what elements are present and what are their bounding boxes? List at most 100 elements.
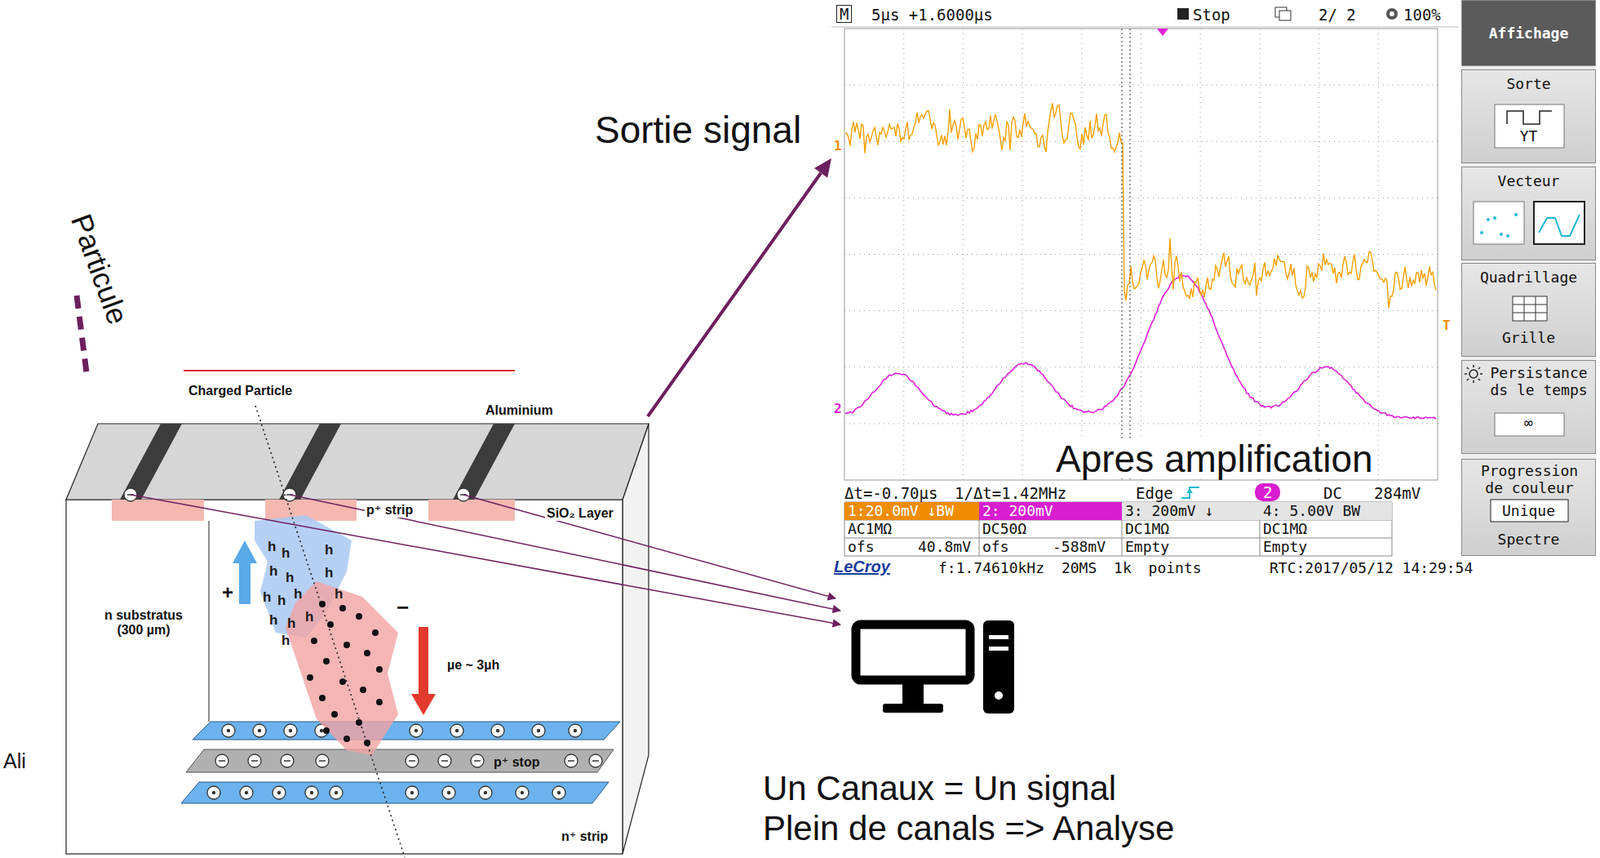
scope-readout: Edge: [1135, 483, 1174, 502]
charge-symbols: [483, 790, 488, 794]
detector-label: Ali: [3, 749, 27, 773]
electron-dots: [343, 641, 351, 648]
callout-text: Apres amplification: [1052, 438, 1377, 479]
scope-readout: DC50Ω: [982, 519, 1027, 538]
detector-drawing: [285, 580, 399, 755]
scope-grid: [1140, 28, 1142, 480]
scope-readout: 4: 5.00V BW: [1259, 501, 1392, 520]
scope-readout: 2: 200mV: [979, 501, 1122, 520]
scope-readout: T: [1442, 316, 1451, 335]
detector-label: h: [334, 585, 343, 603]
scope-readout: Stop: [1192, 5, 1231, 24]
scope-readout: 1/Δt=1.42MHz: [954, 483, 1067, 502]
charge-symbols: [520, 790, 524, 794]
computer-icon: [882, 703, 944, 713]
detector-drawing: [66, 499, 623, 854]
button-text: Affichage: [1462, 24, 1596, 42]
computer-icon: [994, 691, 1003, 700]
oscilloscope-screen: [1279, 10, 1291, 21]
scope-grid: [844, 422, 1438, 424]
charge-symbols: [441, 759, 448, 762]
detector-drawing: [192, 721, 621, 740]
charge-symbols: [491, 723, 505, 737]
oscilloscope-screen: [1121, 28, 1123, 480]
detector-label: h: [281, 545, 290, 562]
electron-dots: [323, 657, 330, 665]
charge-symbols: [252, 723, 266, 737]
charge-symbols: [280, 753, 294, 767]
electron-dots: [363, 649, 371, 656]
persistence-icon: [1464, 364, 1483, 383]
detector-drawing: [181, 781, 609, 803]
detector-label: h: [324, 564, 333, 581]
charge-symbols: [212, 790, 216, 794]
charge-symbols: [283, 759, 291, 762]
electron-dots: [376, 665, 383, 673]
menu-button: Progression de couleurUniqueSpectre: [1461, 458, 1596, 556]
scope-readout: 3: 200mV ↓: [1121, 501, 1260, 520]
charge-symbols: [239, 785, 253, 799]
detector-label: Charged Particle: [188, 383, 293, 399]
charge-symbols: [470, 753, 484, 767]
charge-symbols: [515, 785, 529, 799]
charge-symbols: [455, 728, 459, 732]
electron-dots: [323, 726, 330, 734]
persistence-icon: [1469, 369, 1478, 378]
detector-label: h: [305, 608, 314, 625]
scope-grid: [962, 28, 964, 480]
charge-symbols: [564, 753, 578, 767]
charge-symbols: [409, 723, 423, 737]
charge-symbols: [408, 759, 416, 762]
charge-symbols: [414, 728, 418, 732]
oscilloscope-screen: [1186, 487, 1193, 493]
electron-dots: [306, 673, 314, 681]
vector-icon: [1480, 230, 1484, 235]
vector-icon: [1514, 212, 1518, 217]
detector-label: p⁺ stop: [493, 754, 540, 770]
detector-label: p⁺ strip: [364, 502, 415, 518]
scope-readout: 2/ 2: [1318, 5, 1357, 24]
scope-grid: [1022, 28, 1024, 480]
charge-symbols: [221, 723, 235, 737]
detector-label: h: [269, 562, 278, 580]
detector-drawing: [186, 749, 614, 772]
charge-symbols: [405, 753, 419, 767]
charge-symbols: [124, 487, 603, 799]
charge-symbols: [478, 785, 492, 799]
oscilloscope-screen: [1177, 8, 1189, 20]
oscilloscope-screen: [1156, 28, 1169, 36]
detector-drawing: [66, 423, 649, 500]
vector-icon: [1533, 201, 1585, 244]
detector-label: h: [267, 538, 276, 555]
button-text: Unique: [1462, 501, 1596, 519]
detector-label: h: [269, 611, 278, 629]
computer-icon: [988, 646, 1009, 651]
amplified-trace: [845, 274, 1437, 419]
detector-drawing: [411, 693, 436, 715]
charge-symbols: [567, 759, 575, 762]
oscilloscope-screen: [831, 26, 1459, 28]
raw-trace: [845, 102, 1437, 308]
button-text: ∞: [1462, 413, 1596, 431]
charge-symbols: [474, 759, 481, 762]
detector-drawing: [208, 520, 209, 722]
computer-icon: [988, 634, 1009, 639]
oscilloscope-screen: [831, 0, 1596, 577]
electron-dots: [343, 735, 351, 742]
detector-drawing: [418, 626, 429, 696]
scope-readout: 2: [833, 399, 843, 418]
scope-readout: f:1.74610kHz 20MS 1k points: [938, 558, 1202, 577]
oscilloscope-screen: [1389, 11, 1395, 17]
grid-icon: [1512, 296, 1547, 321]
scope-readout: DC: [1323, 483, 1343, 502]
electron-dots: [363, 739, 371, 746]
note-text: Plein de canals => Analyse: [762, 808, 1175, 848]
detector-drawing: [255, 405, 405, 857]
vector-icon: [1493, 216, 1497, 220]
charge-symbols: [315, 753, 329, 767]
scope-grid: [1200, 28, 1202, 480]
computer-icon: [902, 683, 924, 705]
charge-symbols: [557, 790, 561, 794]
scope-grid: [1318, 28, 1320, 480]
